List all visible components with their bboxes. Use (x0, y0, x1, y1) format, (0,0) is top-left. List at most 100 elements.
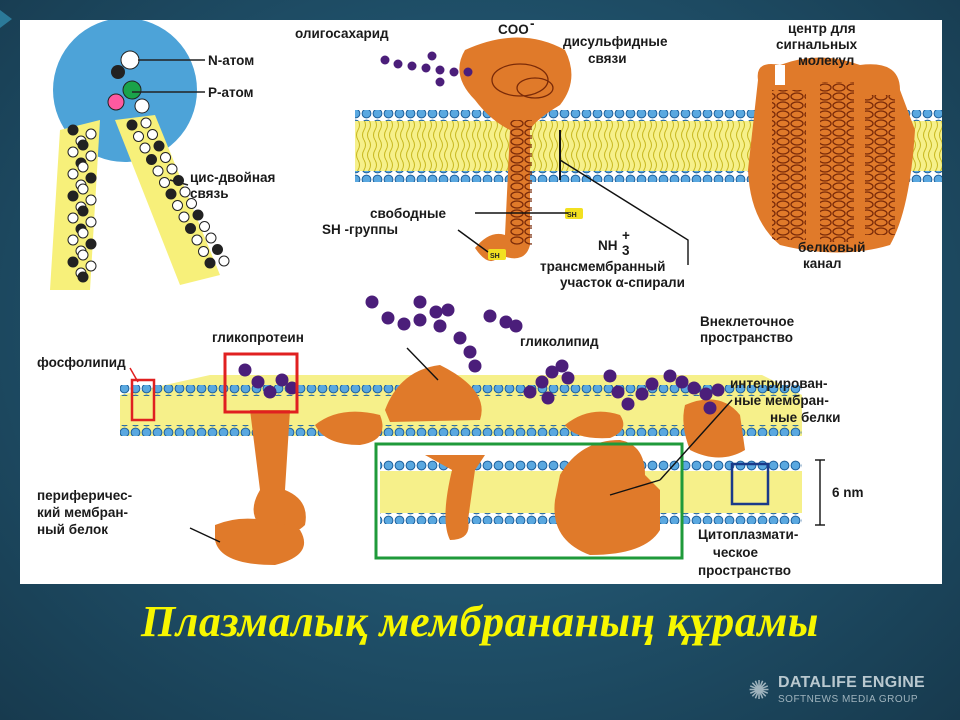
label-nh3-sub: 3 (622, 243, 630, 258)
atom (178, 211, 190, 223)
oligosaccharide-chain (380, 51, 473, 87)
atom (205, 232, 217, 244)
label-disulfide-1: дисульфидные (563, 34, 668, 49)
sugar-bead (463, 345, 477, 359)
atom (67, 190, 79, 202)
sugar-bead (499, 315, 513, 329)
label-nh3: NH (598, 238, 618, 253)
label-oligosaccharide: олигосахарид (295, 26, 389, 41)
label-signal-center-3: молекул (798, 53, 854, 68)
atom (134, 98, 150, 114)
atom (218, 255, 230, 267)
label-cytoplasmic-2: ческое (713, 545, 759, 560)
atom (165, 188, 177, 200)
atom (67, 124, 79, 136)
sugar-bead (365, 295, 379, 309)
sugar-bead (427, 51, 437, 61)
sugar-bead (238, 363, 252, 377)
atom (85, 260, 97, 272)
sugar-bead (699, 387, 713, 401)
label-peripheral-1: периферичес- (37, 488, 132, 503)
sugar-bead (611, 385, 625, 399)
label-signal-center-2: сигнальных (776, 37, 858, 52)
atom (85, 172, 97, 184)
label-disulfide-2: связи (588, 51, 627, 66)
integral-protein-highlight-box (374, 442, 684, 560)
label-cytoplasmic-3: пространство (698, 563, 791, 578)
sugar-bead (545, 365, 559, 379)
label-transmembrane-1: трансмембранный (540, 259, 665, 274)
atom (191, 234, 203, 246)
label-glycolipid: гликолипид (520, 334, 599, 349)
label-free-sh-2: SH -группы (322, 222, 398, 237)
atom (140, 117, 152, 129)
bilayer-highlight-box (730, 462, 770, 506)
label-integrated-3: ные белки (770, 410, 840, 425)
atom (67, 234, 79, 246)
sh-tag-2: SH (567, 212, 577, 219)
atom (133, 131, 144, 142)
label-peripheral-2: кий мембран- (37, 505, 128, 520)
atom (67, 212, 79, 224)
atom (166, 163, 178, 175)
label-p-atom: P-атом (208, 85, 254, 100)
sugar-bead (393, 59, 403, 69)
sugar-bead (285, 381, 299, 395)
label-extracellular-1: Внеклеточное (700, 314, 795, 329)
mosaic-proteins (215, 365, 745, 565)
sugar-bead (263, 385, 277, 399)
atom (204, 257, 216, 269)
sugar-bead (413, 295, 427, 309)
sugar-bead (711, 383, 725, 397)
label-free-sh-1: свободные (370, 206, 447, 221)
atom (159, 177, 170, 188)
membrane-diagram-panel: N-атом P-атом цис-двойная связь SH SH ол… (20, 20, 942, 584)
phospholipid-molecule (50, 20, 230, 290)
sugar-bead (435, 77, 445, 87)
label-cis-double-2: связь (190, 186, 229, 201)
atom (185, 223, 196, 234)
sugar-bead (407, 61, 417, 71)
atom (153, 140, 165, 152)
sugar-bead (468, 359, 482, 373)
sugar-bead (413, 313, 427, 327)
atom (77, 227, 89, 239)
atom (120, 50, 140, 70)
label-peripheral-3: ный белок (37, 522, 108, 537)
atom (199, 221, 210, 232)
protein-channel (748, 57, 915, 253)
sugar-bead (449, 67, 459, 77)
atom (192, 209, 204, 221)
label-n-atom: N-атом (208, 53, 254, 68)
sugar-bead (397, 317, 411, 331)
sugar-bead (429, 305, 443, 319)
phospholipid-highlight-box (130, 378, 156, 422)
sugar-bead (441, 303, 455, 317)
transmembrane-protein: SH SH (459, 37, 583, 262)
watermark: ✺ DATALIFE ENGINE SOFTNEWS MEDIA GROUP (744, 672, 949, 712)
sugar-bead (453, 331, 467, 345)
sugar-bead (561, 371, 575, 385)
atom (152, 165, 164, 177)
sugar-bead (535, 375, 549, 389)
atom (77, 139, 89, 151)
atom (85, 194, 97, 206)
dle-logo-icon: ✺ (748, 675, 770, 705)
atom (77, 249, 89, 261)
sugar-bead (433, 319, 447, 333)
label-integrated-1: интегрирован- (730, 376, 828, 391)
label-nh3-charge: + (622, 228, 630, 243)
atom (85, 128, 97, 140)
atom (179, 186, 191, 198)
sugar-bead (541, 391, 555, 405)
label-signal-center-1: центр для (788, 21, 856, 36)
label-thickness: 6 nm (832, 485, 864, 500)
atom (107, 93, 125, 111)
label-protein-channel-2: канал (803, 256, 842, 271)
sugar-bead (687, 381, 701, 395)
label-coo-charge: - (530, 20, 535, 31)
atom (77, 205, 89, 217)
label-glycoprotein: гликопротеин (212, 330, 304, 345)
sugar-bead (421, 63, 431, 73)
atom (122, 80, 142, 100)
